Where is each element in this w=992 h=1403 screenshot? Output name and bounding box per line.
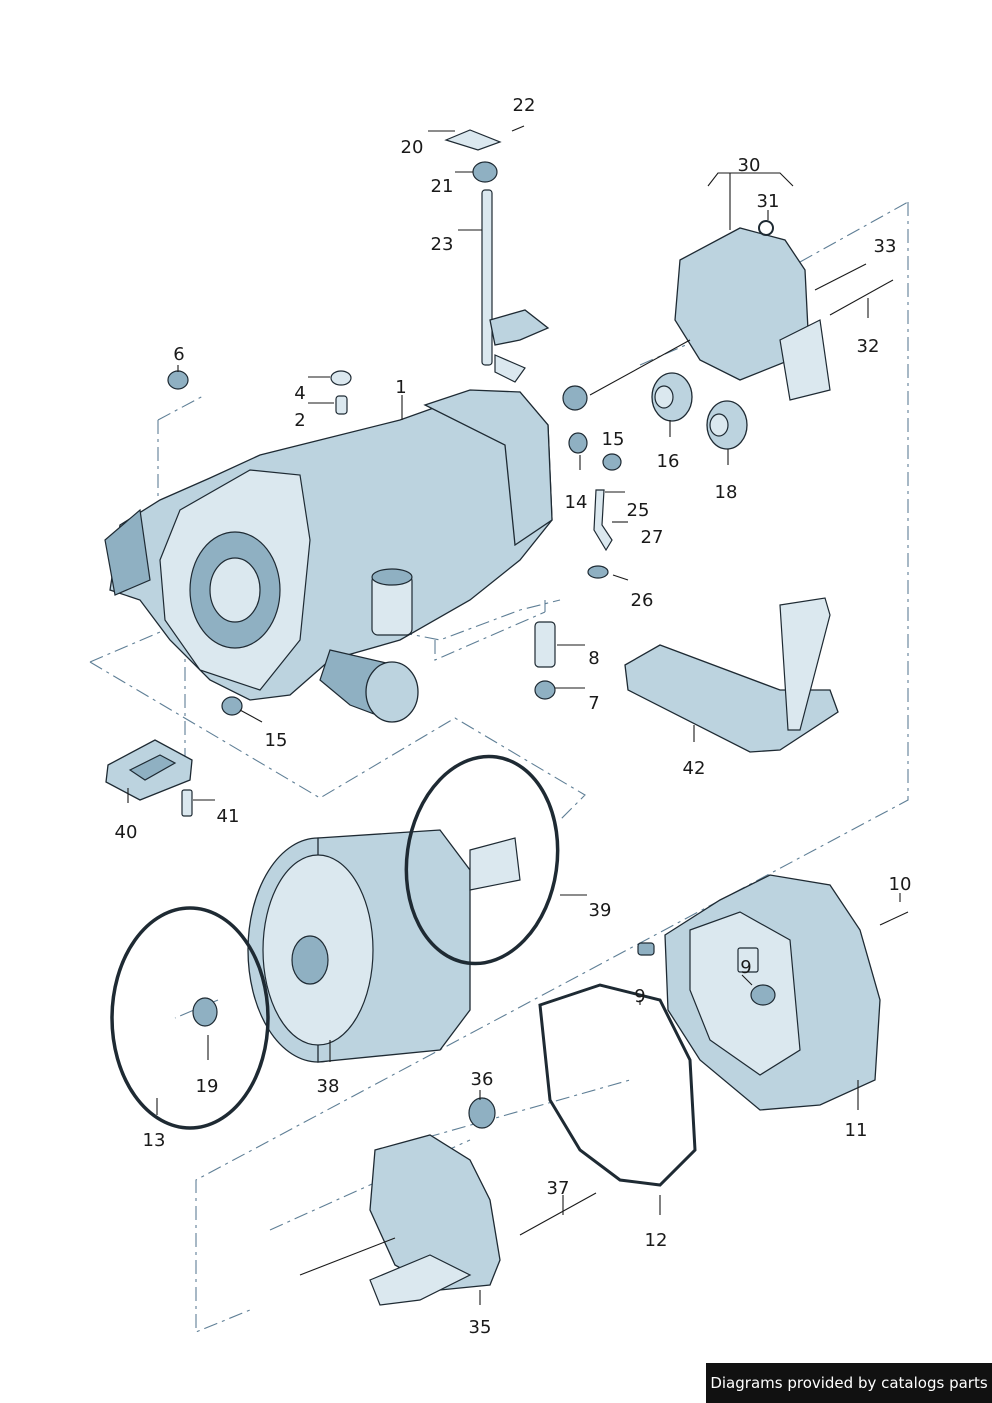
callout-1: 1 [395, 377, 406, 398]
callout-32: 32 [857, 336, 880, 357]
callout-21: 21 [431, 176, 454, 197]
callout-25: 25 [627, 500, 650, 521]
callout-30: 30 [738, 155, 761, 176]
callout-12: 12 [645, 1230, 668, 1251]
callout-36: 36 [471, 1069, 494, 1090]
callout-18: 18 [715, 482, 738, 503]
valve-body-assembly [562, 220, 894, 411]
transmission-housing [104, 389, 553, 723]
callout-labels: 1 2 4 6 7 8 9 9 10 11 12 13 14 15 15 15 … [115, 95, 912, 1338]
callout-27: 27 [641, 527, 664, 548]
callout-14: 14 [565, 492, 588, 513]
oil-pan [624, 597, 839, 753]
callout-9-gasket: 9 [634, 986, 645, 1007]
callout-22: 22 [513, 95, 536, 116]
callout-4: 4 [294, 383, 305, 404]
callout-13: 13 [143, 1130, 166, 1151]
assembly-boundary-lines [89, 201, 909, 1333]
small-parts [167, 370, 748, 716]
callout-19: 19 [196, 1076, 219, 1097]
callout-15-upper: 15 [602, 429, 625, 450]
rear-housing [637, 874, 909, 1111]
callout-11: 11 [845, 1120, 868, 1141]
seals [110, 754, 697, 1187]
rear-pump-assembly [299, 1134, 597, 1306]
callout-2: 2 [294, 410, 305, 431]
callout-23: 23 [431, 234, 454, 255]
credit-banner: Diagrams provided by catalogs parts [706, 1363, 992, 1403]
callout-16: 16 [657, 451, 680, 472]
callout-39: 39 [589, 900, 612, 921]
callout-37: 37 [547, 1178, 570, 1199]
leader-lines [127, 130, 901, 1305]
callout-41: 41 [217, 806, 240, 827]
callout-33: 33 [874, 236, 897, 257]
callout-42: 42 [683, 758, 706, 779]
callout-15-lower: 15 [265, 730, 288, 751]
callout-8: 8 [588, 648, 599, 669]
callout-26: 26 [631, 590, 654, 611]
callout-10: 10 [889, 874, 912, 895]
callout-40: 40 [115, 822, 138, 843]
callout-31: 31 [757, 191, 780, 212]
callout-7: 7 [588, 693, 599, 714]
torque-converter [247, 829, 521, 1063]
shift-rod-assembly [444, 125, 550, 383]
callout-20: 20 [401, 137, 424, 158]
callout-38: 38 [317, 1076, 340, 1097]
callout-9-housing: 9 [740, 957, 751, 978]
callout-35: 35 [469, 1317, 492, 1338]
strainer [105, 739, 193, 817]
callout-6: 6 [173, 344, 184, 365]
